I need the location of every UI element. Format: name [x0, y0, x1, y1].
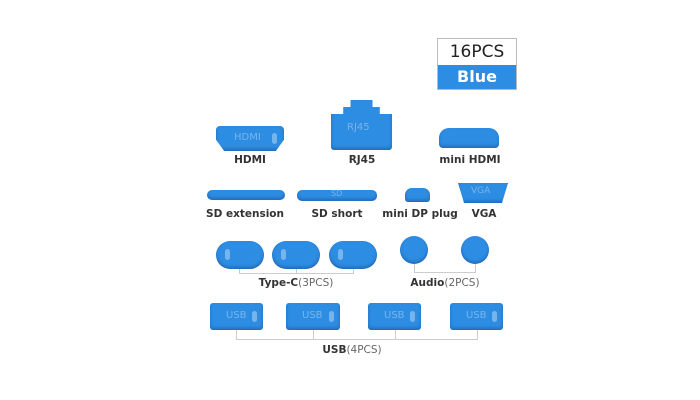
typec-plug [272, 241, 320, 269]
label-audio: Audio(2PCS) [410, 277, 480, 289]
usb-plug: USB [450, 303, 503, 330]
hdmi-emboss: HDMI [234, 132, 261, 143]
sd-short-plug: SD [297, 189, 377, 201]
usb-plug: USB [368, 303, 421, 330]
pack-badge: 16PCS Blue [437, 38, 517, 90]
audio-plug [400, 236, 428, 264]
mini-hdmi-plug [439, 128, 499, 148]
audio-plug [461, 236, 489, 264]
label-hdmi: HDMI [234, 154, 266, 166]
label-mini-dp: mini DP plug [382, 208, 458, 220]
vga-emboss: VGA [471, 186, 491, 196]
label-usb: USB(4PCS) [322, 344, 382, 356]
usb-plug: USB [286, 303, 340, 330]
label-sd-extension: SD extension [206, 208, 284, 220]
label-vga: VGA [471, 208, 497, 220]
hdmi-plug: HDMI [216, 126, 284, 151]
label-sd-short: SD short [311, 208, 363, 220]
label-rj45: RJ45 [348, 154, 376, 166]
label-mini-hdmi: mini HDMI [439, 154, 501, 166]
label-typec: Type-C(3PCS) [258, 277, 334, 289]
badge-count: 16PCS [449, 42, 505, 62]
typec-plug [329, 241, 377, 269]
rj45-emboss: RJ45 [347, 122, 370, 133]
sd-emboss: SD [331, 189, 343, 198]
sd-extension-plug [207, 190, 285, 200]
rj45-plug: RJ45 [331, 100, 392, 150]
usb-plug: USB [210, 303, 263, 330]
typec-plug [216, 241, 264, 269]
mini-dp-plug [405, 188, 430, 202]
badge-color: Blue [438, 65, 516, 89]
vga-plug: VGA [458, 183, 508, 203]
